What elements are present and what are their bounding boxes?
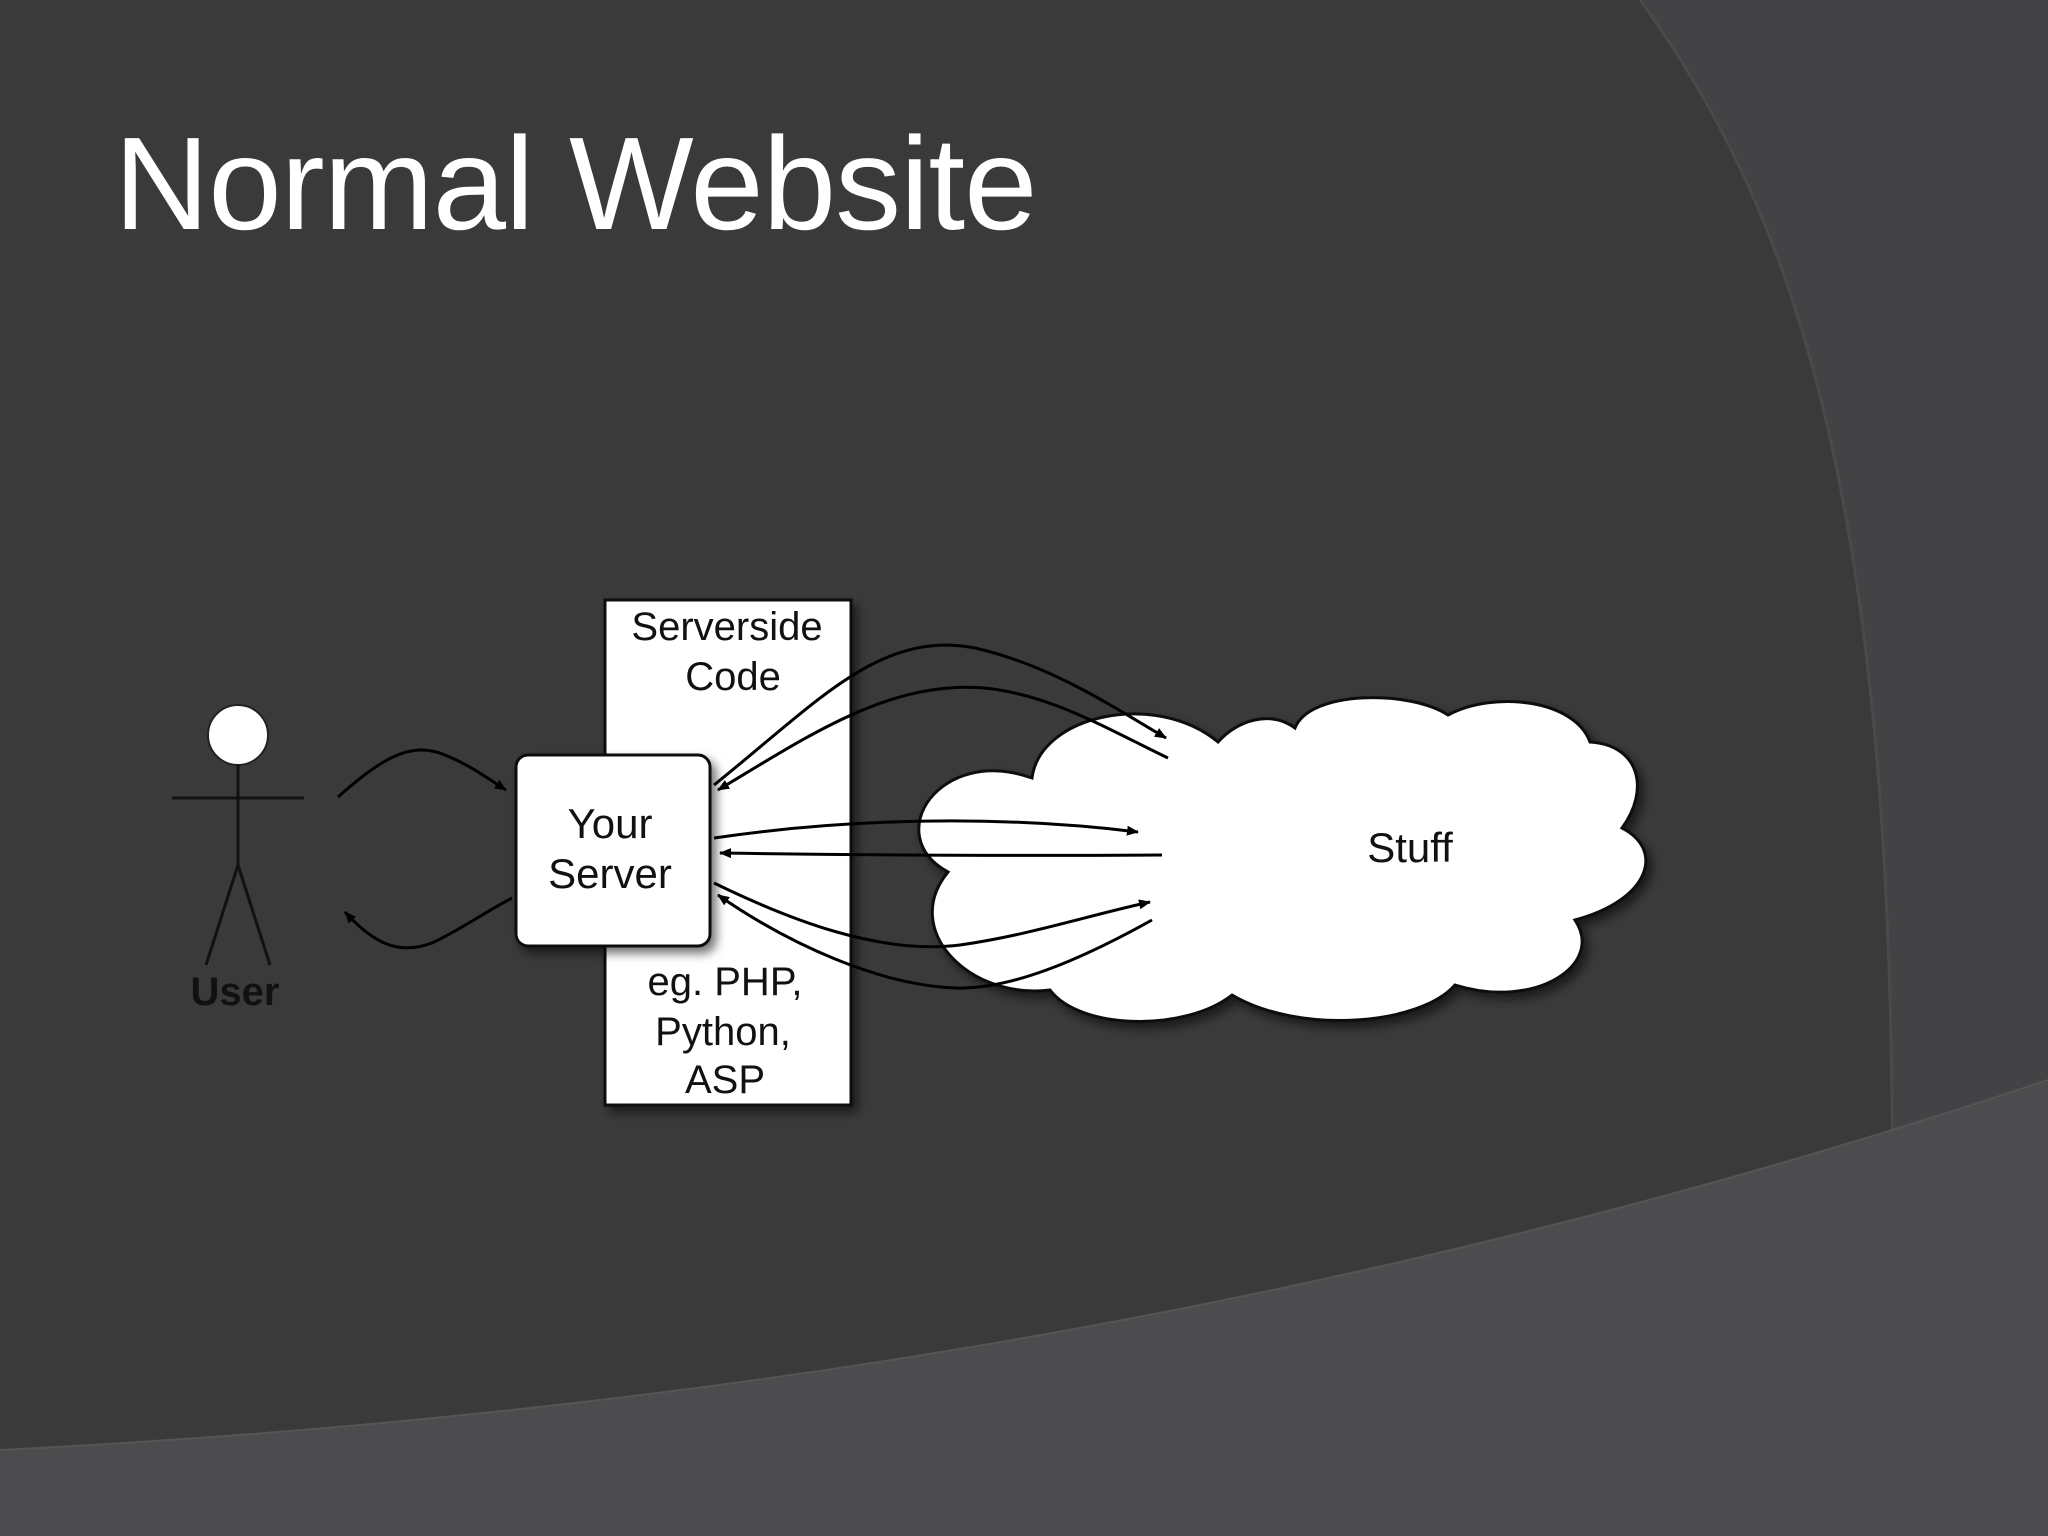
server-box [514, 753, 712, 948]
server-label-line1: Your [568, 800, 653, 847]
stuff-cloud-node: Stuff [917, 696, 1648, 1023]
code-panel-languages-line3: ASP [685, 1058, 765, 1102]
arrow-user-to-server [337, 748, 507, 799]
cloud-label: Stuff [1367, 824, 1453, 871]
background-band-edge [0, 1079, 2048, 1451]
code-panel-title-line1: Serverside [631, 605, 822, 649]
connectors [337, 643, 1169, 990]
arrow-cloud-to-server-3 [717, 893, 1153, 990]
arrow-cloud-to-server-1 [717, 685, 1169, 792]
cloud-shape [917, 696, 1648, 1023]
arrow-server-to-user [343, 896, 513, 950]
arrow-server-to-cloud-1 [713, 643, 1167, 787]
code-panel-languages-line1: eg. PHP, [648, 960, 803, 1004]
user-actor: User [172, 704, 304, 1014]
your-server-node: Your Server [514, 753, 712, 948]
arrow-server-to-cloud-2 [713, 819, 1139, 840]
user-head-icon [207, 704, 269, 766]
background-band-bottom [0, 1080, 2048, 1536]
code-panel-languages-line2: Python, [655, 1010, 791, 1054]
slide-title: Normal Website [114, 110, 1038, 257]
arrow-cloud-to-server-2 [719, 848, 1163, 859]
code-panel-title-line2: Code [685, 655, 781, 699]
arrow-server-to-cloud-3 [713, 881, 1151, 949]
server-label-line2: Server [548, 850, 672, 897]
user-label: User [191, 970, 280, 1014]
